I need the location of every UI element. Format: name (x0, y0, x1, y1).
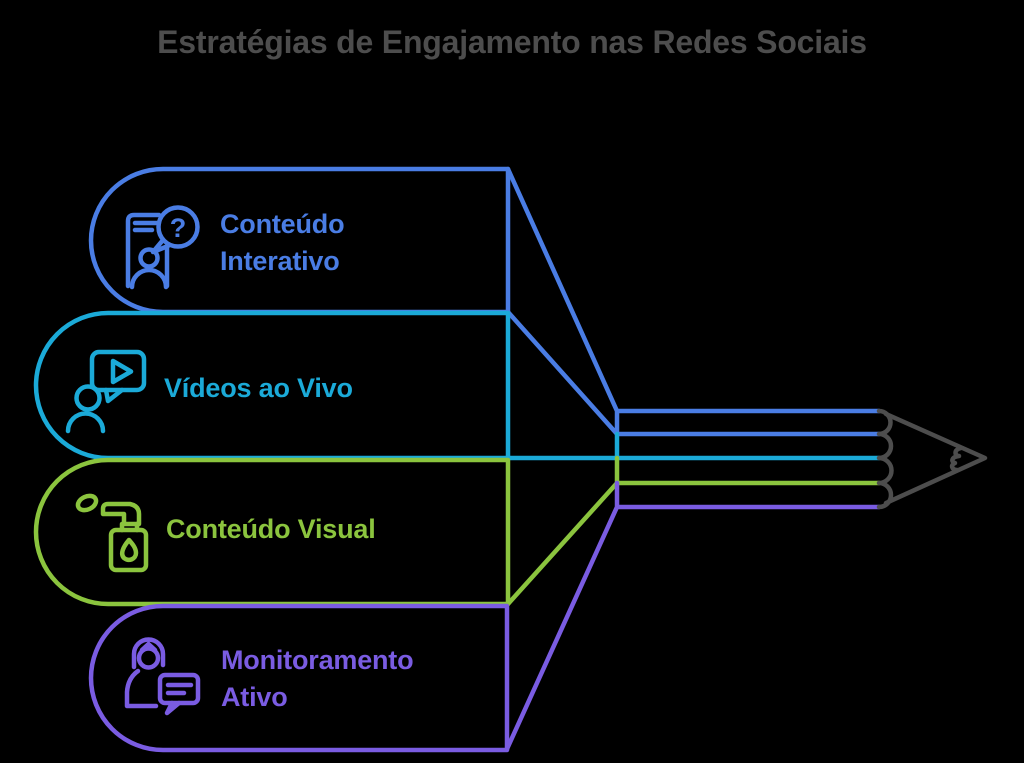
ribbon-conteudo-visual (33, 455, 882, 607)
question-bubble-tail (150, 237, 171, 255)
ribbon-conteudo-interativo (88, 166, 882, 437)
bottle-body (108, 527, 149, 573)
ribbon-shape (88, 603, 510, 753)
interactive-content-icon: ? (125, 205, 200, 290)
ribbon-videos-ao-vivo (33, 310, 882, 461)
chat-bubble (157, 672, 201, 706)
live-video-icon (65, 349, 147, 434)
label-conteudo-visual: Conteúdo Visual (166, 514, 376, 544)
video-bubble-tail (103, 387, 125, 404)
label-videos-ao-vivo: Vídeos ao Vivo (164, 373, 353, 403)
kiosk-board (125, 212, 170, 289)
person-shoulders (129, 267, 169, 290)
person-head (138, 247, 160, 269)
ribbon-shape (33, 457, 511, 607)
ribbon-shape (33, 310, 882, 461)
pencil-tip-triangle (883, 411, 988, 506)
chat-bubble-lines (165, 682, 194, 696)
ribbon-monitoramento-ativo (88, 480, 882, 753)
person-shoulders (65, 411, 106, 434)
pencil-lead-squiggle (949, 445, 964, 473)
chat-bubble-tail (164, 700, 182, 716)
ribbon-funnel-lines (505, 166, 882, 437)
person-body (124, 668, 159, 709)
ribbon-funnel-lines (505, 455, 882, 607)
droplet (119, 537, 139, 563)
page-title: Estratégias de Engajamento nas Redes Soc… (157, 24, 867, 60)
play-triangle (110, 358, 134, 385)
spray-bottle-icon (75, 493, 149, 573)
question-mark-glyph: ? (170, 213, 187, 243)
label-monitoramento-ativo: Monitoramento Ativo (221, 645, 414, 712)
question-bubble (156, 205, 200, 249)
ribbon-shape (88, 166, 511, 315)
video-bubble (89, 349, 147, 393)
spray-nozzle (100, 501, 142, 527)
person-hair (131, 637, 166, 670)
support-agent-icon (124, 637, 201, 716)
ribbon-funnel-lines (504, 480, 882, 752)
spray-mist (75, 493, 99, 513)
pencil-point-icon (876, 408, 988, 510)
pencil-wood-scallops (876, 408, 894, 510)
label-conteudo-interativo: Conteúdo Interativo (220, 209, 345, 276)
person-head (136, 646, 161, 670)
person-head (74, 384, 102, 412)
